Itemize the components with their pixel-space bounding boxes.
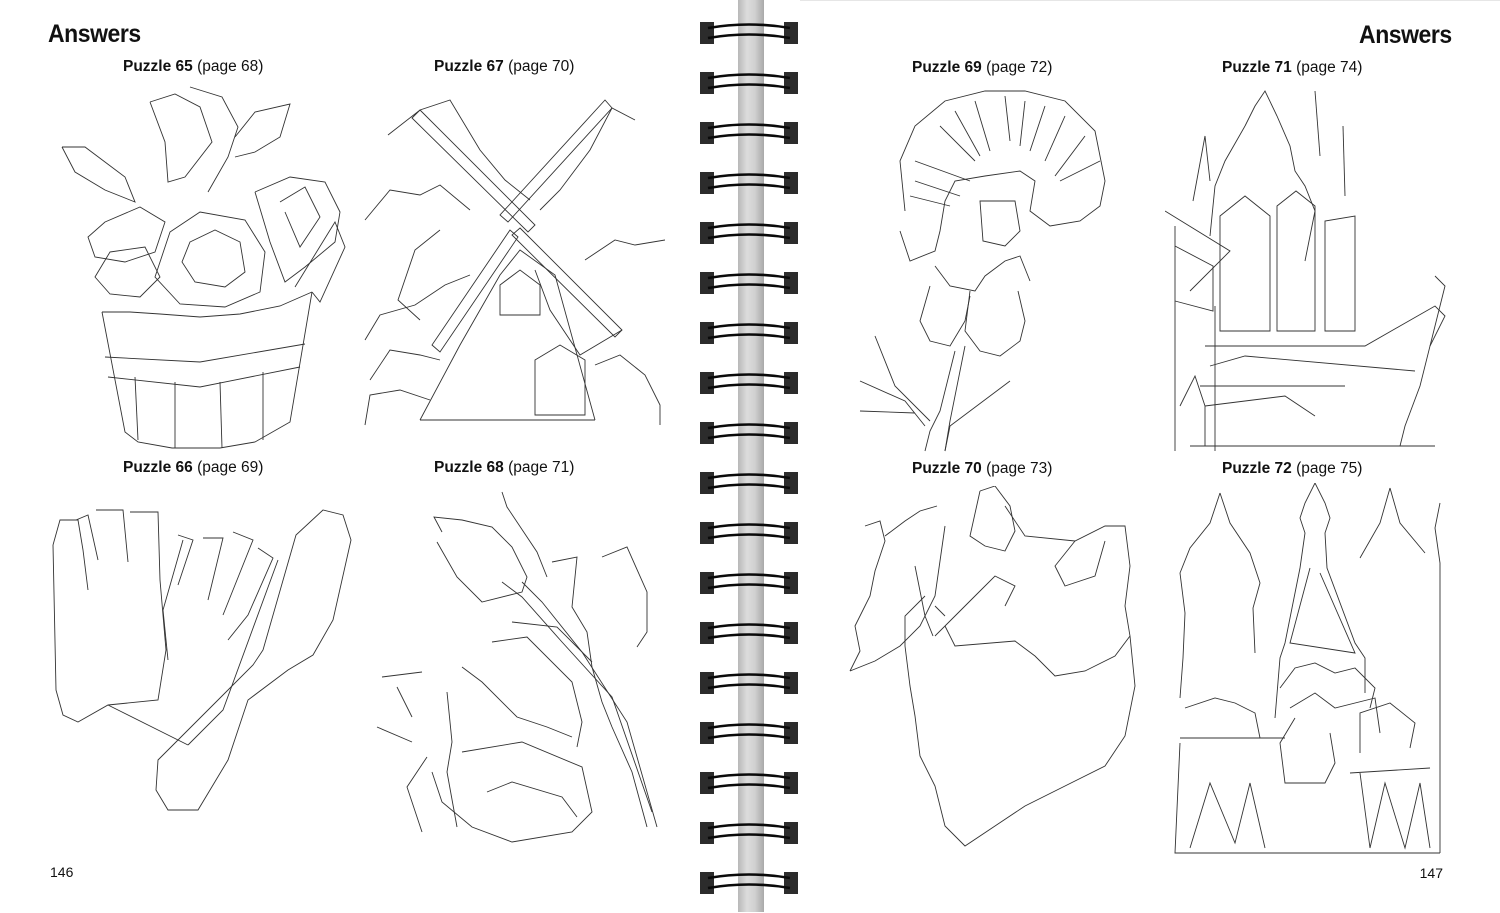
puzzle-65-title: Puzzle 65 (page 68) [123,58,264,75]
binding-ring [700,822,798,844]
page-number: 146 [50,864,74,880]
page-number: 147 [1419,865,1443,881]
puzzle-71-drawing [1165,86,1455,454]
binding-ring [700,122,798,144]
binding-ring [700,622,798,644]
binding-ring [700,572,798,594]
puzzle-66-title: Puzzle 66 (page 69) [123,459,264,476]
binding-ring [700,422,798,444]
puzzle-65-drawing [50,82,350,452]
puzzle-69-title: Puzzle 69 (page 72) [912,59,1053,76]
puzzle-71-title: Puzzle 71 (page 74) [1222,59,1363,76]
puzzle-67-title: Puzzle 67 (page 70) [434,58,575,75]
puzzle-66-drawing [48,500,358,835]
binding-ring [700,672,798,694]
puzzle-72-title: Puzzle 72 (page 75) [1222,460,1363,477]
binding-ring [700,372,798,394]
puzzle-69-drawing [855,81,1125,453]
binding-ring [700,72,798,94]
right-page: Answers Puzzle 69 (page 72) Puzzle 71 (p… [800,0,1500,913]
puzzle-68-drawing [362,482,662,854]
puzzle-68-title: Puzzle 68 (page 71) [434,459,575,476]
puzzle-72-drawing [1165,483,1455,855]
puzzle-67-drawing [360,90,665,440]
left-page: Answers Puzzle 65 (page 68) [0,0,700,912]
binding-ring [700,522,798,544]
binding-ring [700,172,798,194]
binding-spine [738,0,764,912]
page-heading: Answers [1359,21,1452,49]
binding-ring [700,472,798,494]
binding-ring [700,772,798,794]
binding-ring [700,22,798,44]
page-heading: Answers [48,20,141,48]
binding-ring [700,222,798,244]
puzzle-70-drawing [845,486,1145,848]
binding-ring [700,722,798,744]
puzzle-70-title: Puzzle 70 (page 73) [912,460,1053,477]
binding-ring [700,322,798,344]
binding-ring [700,872,798,894]
binding-ring [700,272,798,294]
